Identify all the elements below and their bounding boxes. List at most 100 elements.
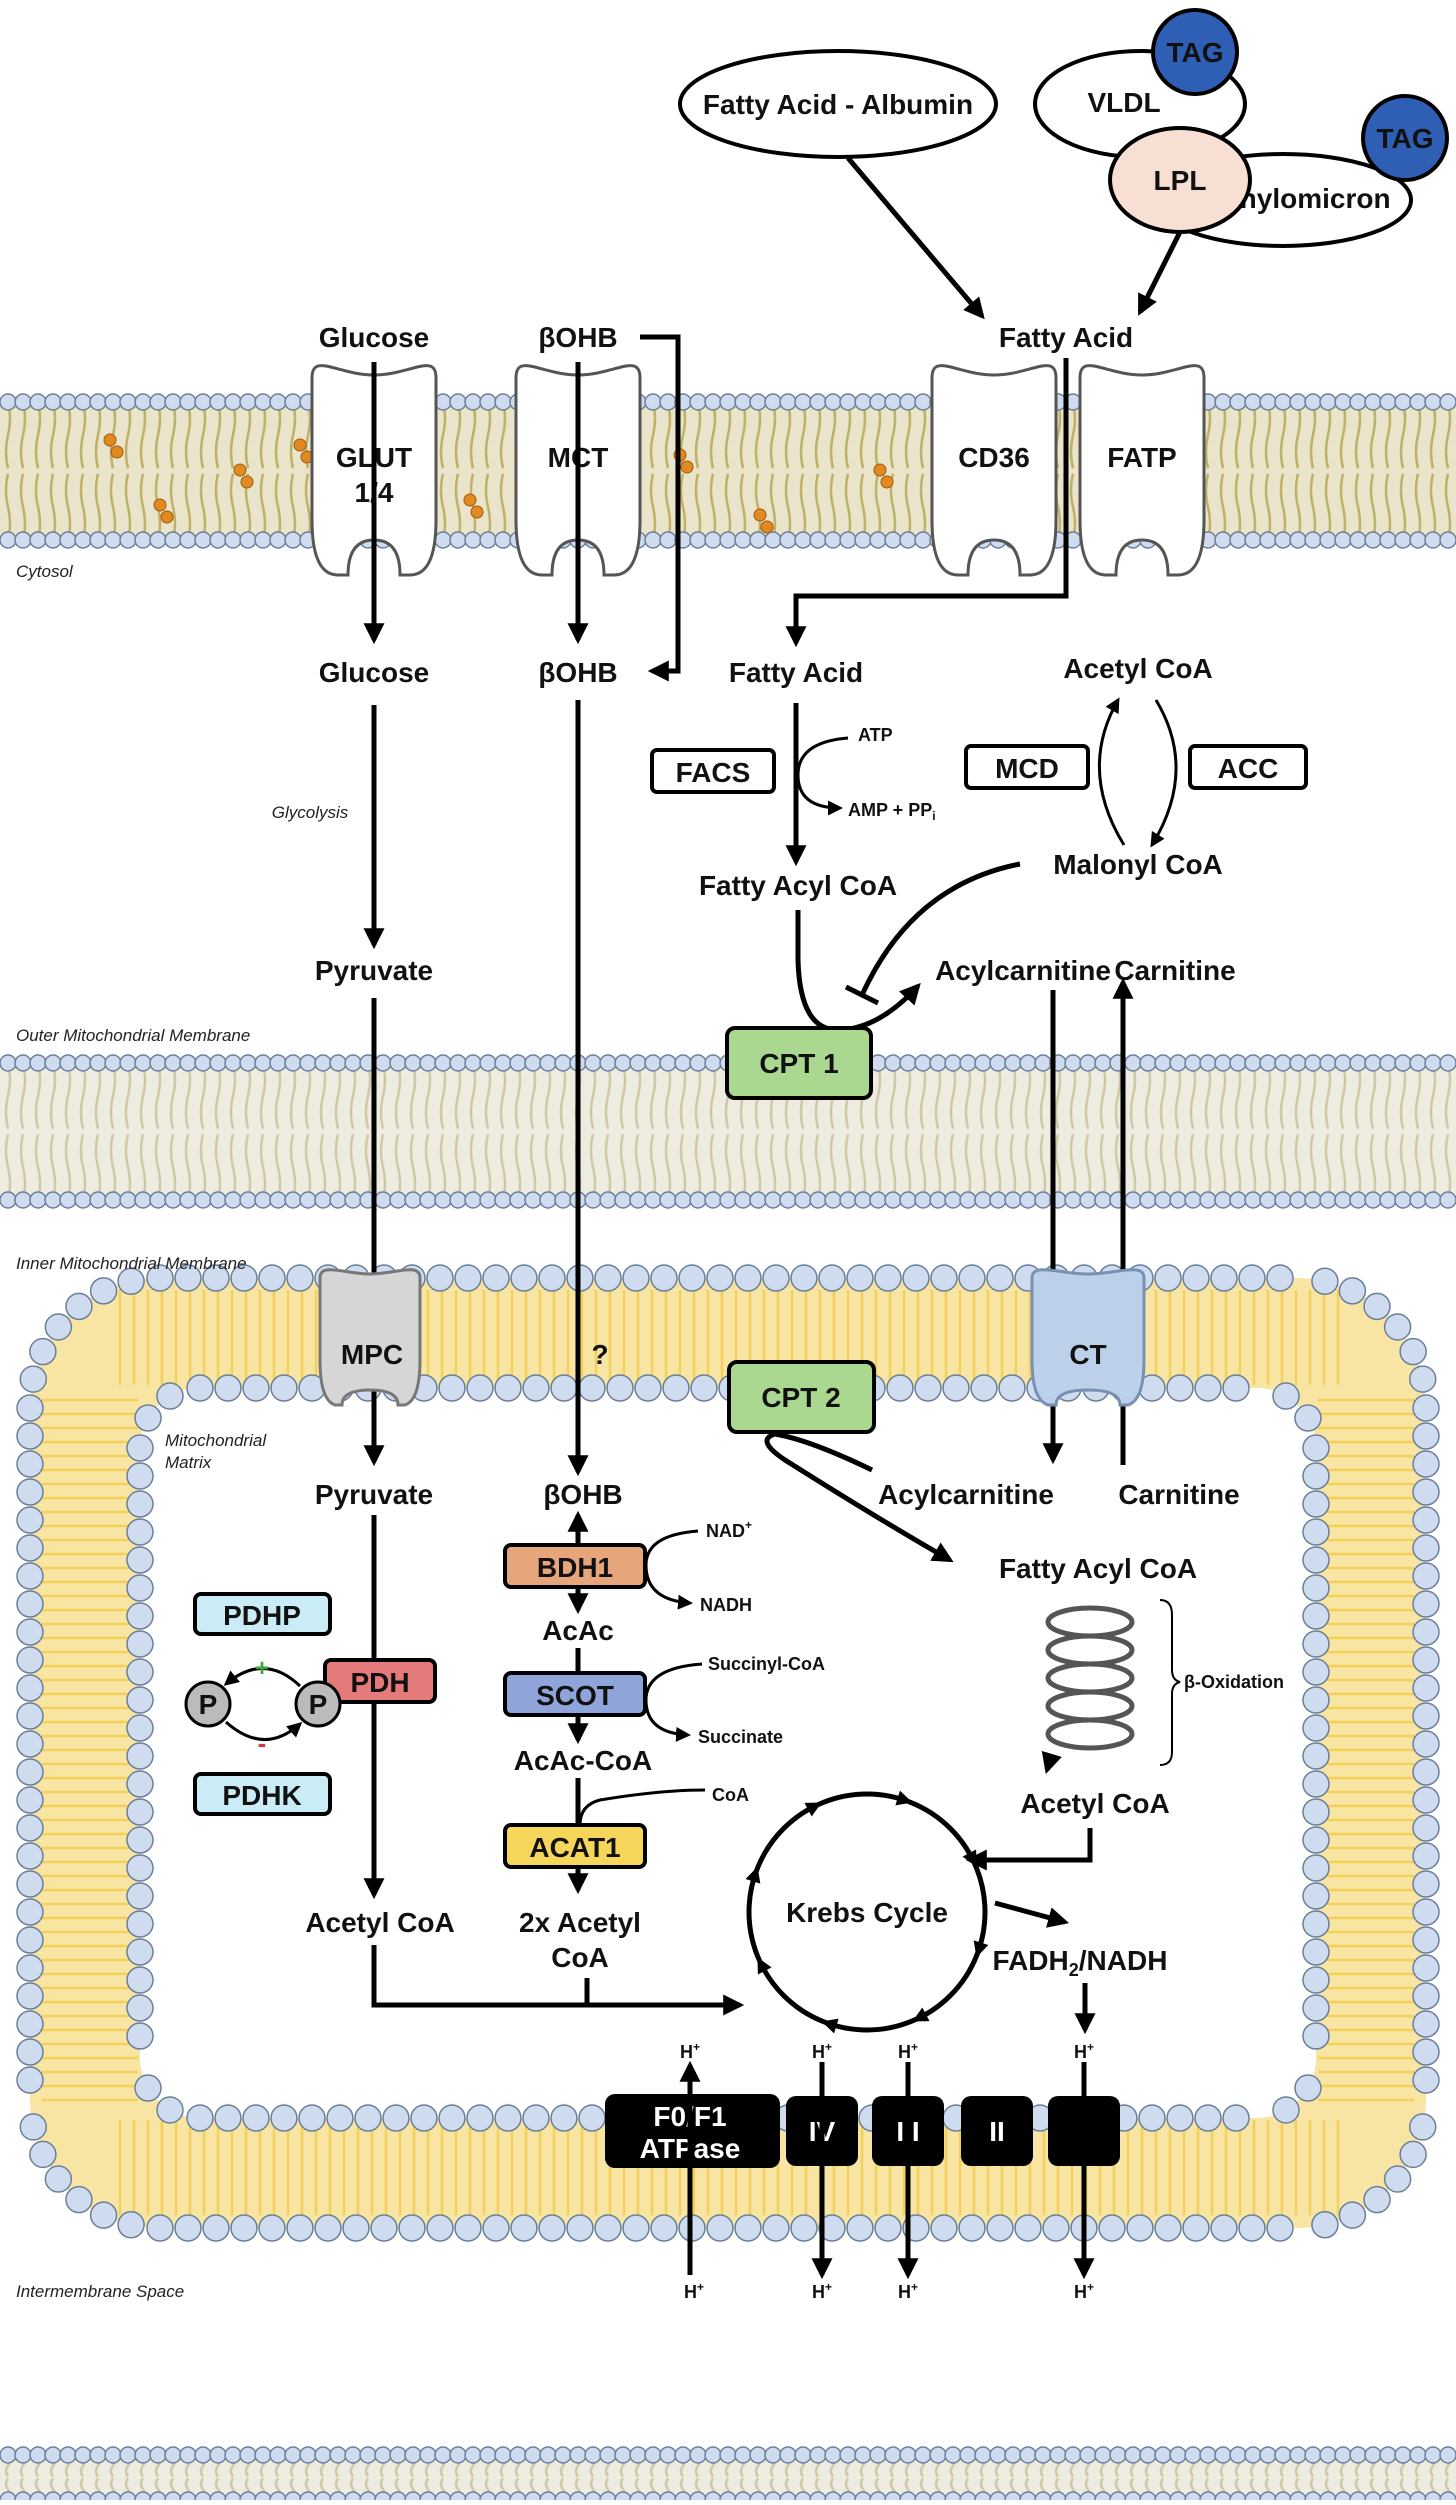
ct-label: CT <box>1069 1339 1106 1370</box>
krebs-arrowhead <box>962 1849 977 1867</box>
minus-sign: - <box>258 1728 267 1758</box>
coa-curve <box>578 1788 706 1826</box>
beta-oxidation-label: β-Oxidation <box>1184 1672 1284 1692</box>
proton-h: H <box>812 2282 825 2302</box>
krebs-cycle-label: Krebs Cycle <box>786 1897 948 1928</box>
bohb-out-label: βOHB <box>538 322 617 353</box>
proton-sup: + <box>911 2280 918 2294</box>
arrow-krebs-to-fadh <box>994 1900 1070 1928</box>
nad-sup: + <box>745 1518 752 1532</box>
cpt1-enzyme <box>725 1026 873 1100</box>
proton-sup: + <box>697 2280 704 2294</box>
mcd-label: MCD <box>995 753 1059 784</box>
proton-label: H+ <box>1074 2040 1094 2062</box>
tag-label-chylomicron: TAG <box>1376 123 1433 154</box>
phosphate-right-label: P <box>309 1689 328 1720</box>
intermembrane-label: Intermembrane Space <box>16 2282 184 2301</box>
fadh-post: /NADH <box>1079 1945 1168 1976</box>
phosphate-left <box>184 1680 232 1728</box>
plus-sign: + <box>255 1655 269 1682</box>
acac-label: AcAc <box>542 1615 614 1646</box>
mpc-transporter <box>318 1268 422 1407</box>
proton-h: H <box>1074 2282 1087 2302</box>
arrow-pdh-acetyl-to-krebs <box>371 1945 745 2016</box>
nad-label: NAD+ <box>706 1518 752 1541</box>
fatty-acyl-coa-label: Fatty Acyl CoA <box>699 870 897 901</box>
mpc-label: MPC <box>341 1339 403 1370</box>
glycolysis-label: Glycolysis <box>272 803 349 822</box>
pdh-enzyme <box>323 1658 437 1704</box>
succinyl-coa-label: Succinyl-CoA <box>708 1654 825 1674</box>
krebs-arrowhead <box>757 1957 772 1975</box>
scot-enzyme <box>503 1671 647 1717</box>
proton-sup: + <box>1087 2040 1094 2054</box>
matrix-label-2: Matrix <box>165 1453 212 1472</box>
pdhp-label: PDHP <box>223 1600 301 1631</box>
arrow-facoa-to-cpt1 <box>795 910 921 1033</box>
lower-membrane-edge <box>0 2446 1456 2505</box>
bohb-matrix-label: βOHB <box>543 1479 622 1510</box>
proton-h: H <box>898 2282 911 2302</box>
proton-sup: + <box>911 2040 918 2054</box>
pyruvate-label: Pyruvate <box>315 955 433 986</box>
amp-pp-sub: i <box>932 809 935 823</box>
vldl-label: VLDL <box>1087 87 1160 118</box>
acetyl-coa-beta-label: Acetyl CoA <box>1020 1788 1169 1819</box>
two-acetyl-coa-label-2: CoA <box>551 1942 609 1973</box>
amp-pp-label: AMP + PPi <box>848 800 936 823</box>
complex-ii-label: II <box>989 2116 1005 2147</box>
coa-label: CoA <box>712 1785 749 1805</box>
fatp-label: FATP <box>1107 442 1176 473</box>
tag-node-vldl <box>1151 8 1239 96</box>
inner-membrane-label: Inner Mitochondrial Membrane <box>16 1254 247 1273</box>
proton-sup: + <box>825 2280 832 2294</box>
bohb-label: βOHB <box>538 657 617 688</box>
proton-arrows: H+H+H+H+H+H+H+H+ <box>679 2040 1095 2302</box>
malonyl-inhibition <box>859 861 1021 997</box>
nadh-label: NADH <box>700 1595 752 1615</box>
acac-coa-label: AcAc-CoA <box>514 1745 652 1776</box>
fatty-acid-label: Fatty Acid <box>729 657 863 688</box>
fatty-acyl-coa-matrix-label: Fatty Acyl CoA <box>999 1553 1197 1584</box>
beta-oxidation-coil <box>1041 1605 1135 1775</box>
nad-text: NAD <box>706 1521 745 1541</box>
fatty-acid-albumin-label: Fatty Acid - Albumin <box>703 89 973 120</box>
glucose-label: Glucose <box>319 657 429 688</box>
krebs-arrowhead <box>912 2007 930 2022</box>
lpl-label: LPL <box>1154 165 1207 196</box>
krebs-arrowhead <box>745 1866 761 1884</box>
succinyl-to-succinate-curve <box>644 1662 703 1742</box>
proton-label: H+ <box>898 2280 918 2302</box>
proton-sup: + <box>825 2040 832 2054</box>
atp-amp-curve <box>796 736 849 816</box>
facs-enzyme <box>650 748 776 794</box>
arrow-fatty-acid-in <box>785 358 1069 648</box>
proton-h: H <box>684 2282 697 2302</box>
glucose-out-label: Glucose <box>319 322 429 353</box>
arrow-albumin-to-fa <box>846 156 985 320</box>
complex-ii <box>961 2096 1033 2166</box>
cpt2-enzyme <box>727 1360 876 1434</box>
fatty-acid-albumin-node <box>678 49 998 159</box>
pdhp-enzyme <box>193 1592 332 1636</box>
cpt1-label: CPT 1 <box>759 1048 838 1079</box>
proton-h: H <box>680 2042 693 2062</box>
proton-label: H+ <box>812 2280 832 2302</box>
pdh-label: PDH <box>350 1667 409 1698</box>
cpt2-label: CPT 2 <box>761 1382 840 1413</box>
krebs-cycle-ring <box>746 1791 988 2033</box>
krebs-arrowhead <box>804 1802 822 1817</box>
proton-h: H <box>898 2042 911 2062</box>
acetyl-coa-cyto-label: Acetyl CoA <box>1063 653 1212 684</box>
arrow-cpt2-to-facoa <box>764 1431 954 1563</box>
krebs-arrowhead <box>895 1790 913 1806</box>
inhibition-bar <box>844 984 880 1006</box>
acc-enzyme <box>1188 744 1308 790</box>
arrow-acetyl-to-malonyl <box>1150 699 1178 848</box>
dephosphorylation-arrow <box>223 1667 302 1688</box>
proton-label: H+ <box>898 2040 918 2062</box>
succinate-label: Succinate <box>698 1727 783 1747</box>
acylcarnitine-matrix-label: Acylcarnitine <box>878 1479 1054 1510</box>
